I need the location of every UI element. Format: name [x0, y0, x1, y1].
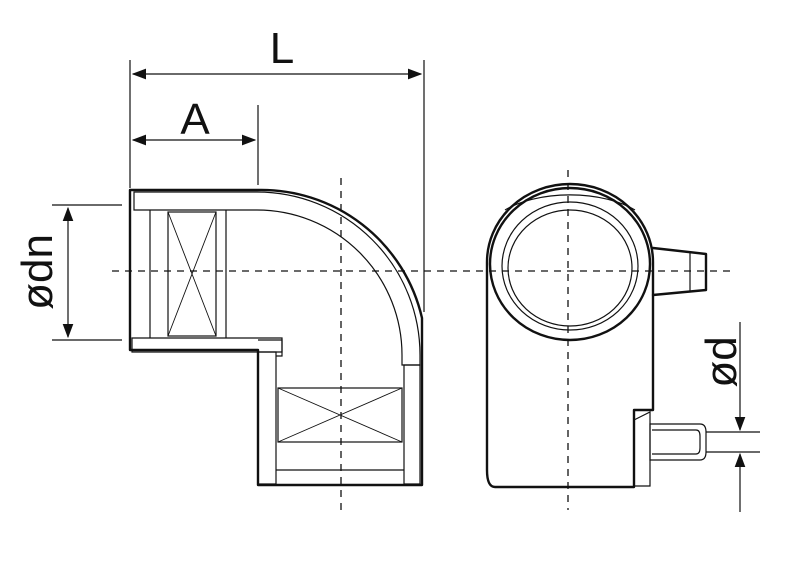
front-socket-band: [504, 194, 636, 211]
elbow-wall-top: [133, 191, 421, 366]
elbow-wall-right: [403, 364, 421, 485]
front-view: [485, 182, 708, 489]
center-lines: [112, 170, 730, 510]
heating-zone-horizontal-cross: [167, 211, 217, 337]
socket-depth-label: A: [180, 95, 210, 144]
front-side-spigot: [651, 246, 708, 297]
heating-zone-vertical-cross: [277, 387, 403, 443]
length-label: L: [270, 24, 294, 73]
elbow-outer-outline: [128, 188, 424, 487]
outer-diameter-label: ødn: [13, 234, 62, 310]
side-view: [128, 188, 424, 487]
heating-zone-vertical: [277, 387, 403, 443]
front-socket-outer-ring: [488, 186, 652, 342]
terminal-pin-core: [652, 429, 701, 455]
elbow-wall-left: [257, 351, 277, 485]
terminal-diameter-label: ød: [697, 336, 746, 387]
heating-zone-horizontal: [167, 211, 217, 337]
front-socket-inner: [507, 209, 633, 327]
front-body-outline: [485, 182, 655, 489]
elbow-socket-step: [258, 339, 283, 357]
terminal-housing: [633, 411, 651, 487]
front-socket-bore: [501, 201, 639, 331]
dimensions: L A ødn ød: [13, 24, 760, 512]
